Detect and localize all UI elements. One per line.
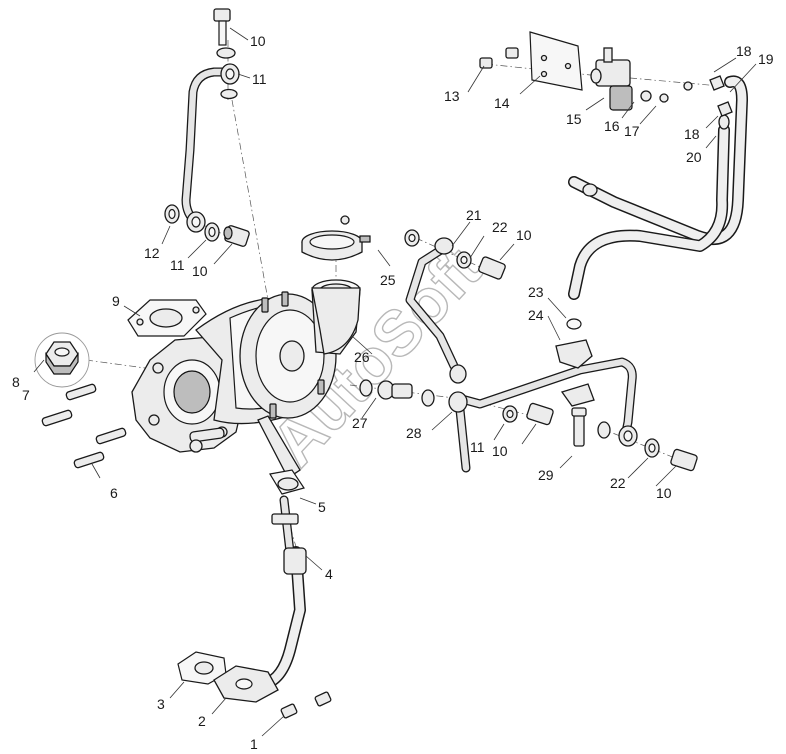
callout-10-right: 10 (656, 485, 672, 501)
callout-2: 2 (198, 713, 206, 729)
callout-10-mid: 10 (492, 443, 508, 459)
callout-10-top: 10 (250, 33, 266, 49)
callout-23: 23 (528, 284, 544, 300)
callout-14: 14 (494, 95, 510, 111)
solenoid-valve (590, 47, 633, 111)
callout-9: 9 (112, 293, 120, 309)
boost-pipe (404, 229, 506, 384)
lower-oil-pipe (359, 357, 698, 473)
callout-18-top: 18 (736, 43, 752, 59)
callout-10-left: 10 (192, 263, 208, 279)
return-flange-gasket (177, 651, 227, 685)
washers-oil-feed-lower (164, 204, 250, 247)
callout-21: 21 (466, 207, 482, 223)
exhaust-nut-detail (34, 332, 90, 388)
callout-10-boost: 10 (516, 227, 532, 243)
callout-18-mid: 18 (684, 126, 700, 142)
callout-8: 8 (12, 374, 20, 390)
callout-15: 15 (566, 111, 582, 127)
callout-22-top: 22 (492, 219, 508, 235)
solenoid-bracket (529, 31, 583, 91)
callout-4: 4 (325, 566, 333, 582)
inlet-hose (311, 287, 361, 355)
callout-29: 29 (538, 467, 554, 483)
callout-13: 13 (444, 88, 460, 104)
callout-26: 26 (354, 349, 370, 365)
callout-22-right: 22 (610, 475, 626, 491)
callout-5: 5 (318, 499, 326, 515)
callout-3: 3 (157, 696, 165, 712)
studs (41, 383, 127, 469)
oil-feed-pipe (181, 63, 240, 233)
callout-19: 19 (758, 51, 774, 67)
callout-16: 16 (604, 118, 620, 134)
callout-11-left: 11 (170, 257, 185, 273)
exhaust-gasket (127, 299, 207, 337)
callout-28: 28 (406, 425, 422, 441)
callout-6: 6 (110, 485, 118, 501)
callout-1: 1 (250, 736, 258, 752)
pipe-clamp-bracket (555, 318, 595, 447)
solenoid-screws (479, 47, 733, 117)
inlet-clamp (301, 215, 371, 261)
callout-11-mid: 11 (470, 439, 485, 455)
leader-lines (33, 27, 757, 737)
return-bolts (280, 691, 332, 719)
banjo-bolt-top (213, 8, 238, 100)
callout-24: 24 (528, 307, 544, 323)
callout-11-top: 11 (252, 71, 267, 87)
callout-17: 17 (624, 123, 640, 139)
callout-20: 20 (686, 149, 702, 165)
return-lower-flange (213, 665, 279, 703)
callout-25: 25 (380, 272, 396, 288)
vacuum-hoses (568, 75, 748, 300)
callout-7: 7 (22, 387, 30, 403)
callout-12: 12 (144, 245, 160, 261)
callout-labels: 1 2 3 4 5 6 7 8 9 10 10 10 10 10 11 11 1… (12, 33, 774, 752)
callout-27: 27 (352, 415, 368, 431)
